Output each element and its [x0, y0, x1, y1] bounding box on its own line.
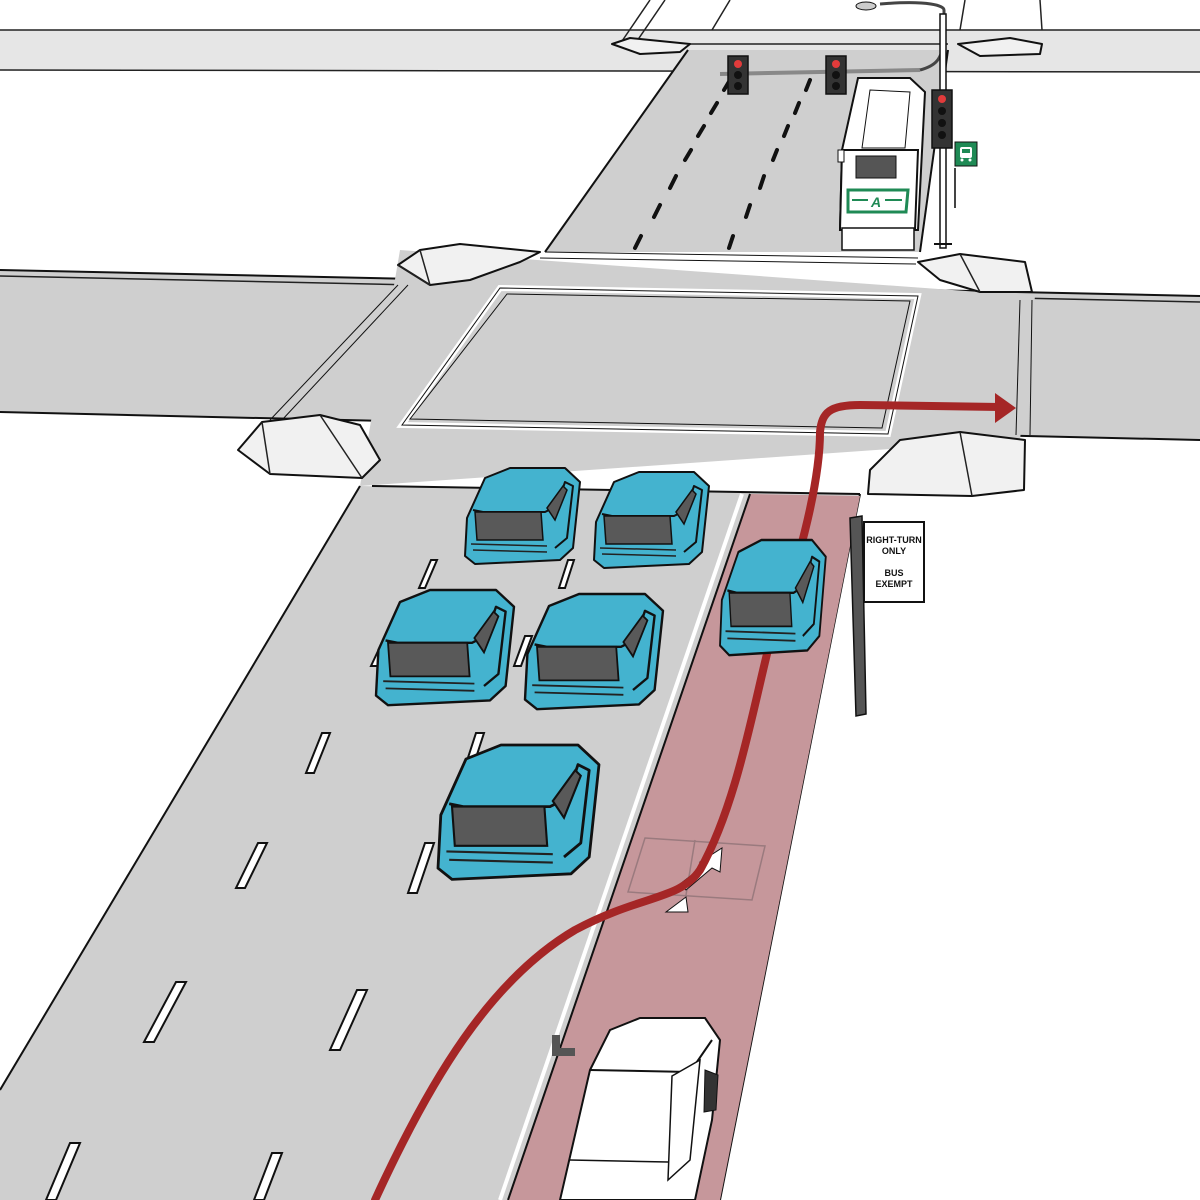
bus-route-arrow — [371, 400, 1004, 1200]
turning-car — [719, 538, 827, 657]
lane-marking-box — [626, 837, 766, 901]
sign-line-4: EXEMPT — [875, 579, 913, 589]
queued-car — [374, 588, 516, 707]
bus-logo: A — [870, 194, 881, 210]
approaching-bus — [558, 1017, 722, 1200]
sign-line-3: BUS — [884, 568, 903, 578]
north-lane-dashes — [633, 78, 812, 250]
traffic-signal — [931, 89, 953, 149]
street-light — [855, 1, 877, 11]
bus-stop-sign — [954, 141, 978, 208]
bus-lane-line — [498, 493, 744, 1200]
bus-lane — [508, 494, 860, 1200]
queued-car — [593, 471, 710, 569]
traffic-signal — [727, 55, 749, 95]
transit-bus: A — [837, 77, 927, 251]
sign-line-2: ONLY — [882, 546, 906, 556]
queued-car — [436, 743, 601, 881]
south-lane-dashes — [44, 559, 576, 1200]
queued-car — [523, 592, 665, 711]
right-turn-only-sign: RIGHT-TURN ONLY BUS EXEMPT — [849, 515, 925, 717]
right-turn-arrow-icon — [995, 393, 1016, 423]
queued-car — [464, 467, 581, 565]
bus-icon — [960, 147, 972, 162]
corner-curbs — [237, 37, 1043, 497]
traffic-signal — [825, 55, 847, 95]
sign-line-1: RIGHT-TURN — [866, 535, 922, 545]
lane-marker — [552, 1035, 575, 1056]
